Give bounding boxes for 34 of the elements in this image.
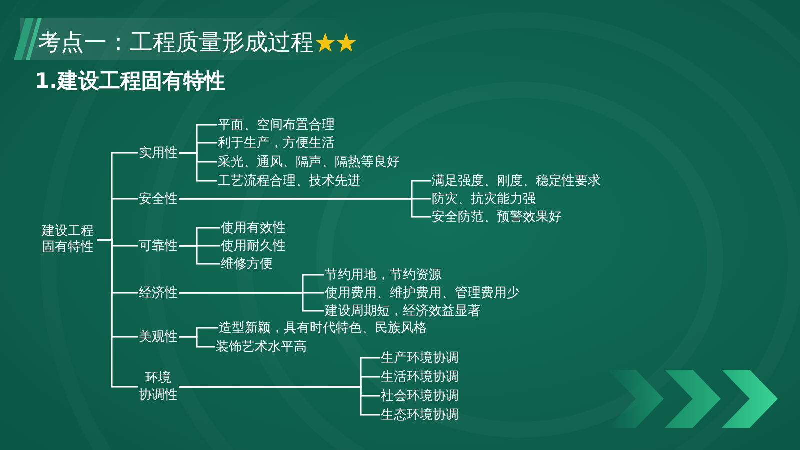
item-term: 满足强度、刚度、稳定性要求 <box>431 172 602 190</box>
tree-connector <box>179 386 380 416</box>
category-term: 环境协调性 <box>138 370 179 404</box>
item-term: 采光、通风、隔声、隔热等良好 <box>217 154 401 170</box>
item-term: 生态环境协调 <box>380 406 460 424</box>
category-term: 可靠性 <box>138 238 179 254</box>
item-term: 装饰艺术水平高 <box>215 338 308 356</box>
item-term: 使用有效性 <box>220 220 287 236</box>
item-term: 工艺流程合理、技术先进 <box>217 172 362 190</box>
item-term: 安全防范、预警效果好 <box>431 208 563 226</box>
item-term: 防灾、抗灾能力强 <box>431 190 537 208</box>
category-term: 经济性 <box>138 284 179 302</box>
category-term: 安全性 <box>138 190 179 208</box>
tree-connector <box>179 198 431 218</box>
title-text: 考点一：工程质量形成过程 <box>38 29 314 58</box>
item-term: 生活环境协调 <box>380 368 460 386</box>
tree-connector <box>179 292 324 312</box>
item-term: 维修方便 <box>220 256 274 272</box>
category-term: 美观性 <box>138 328 179 346</box>
category-term: 实用性 <box>138 144 179 162</box>
root-term: 建设工程固有特性 <box>41 224 97 256</box>
item-term: 使用耐久性 <box>220 238 287 254</box>
tree-connector <box>179 336 215 348</box>
item-term: 利于生产，方便生活 <box>217 134 336 152</box>
item-term: 平面、空间布置合理 <box>217 116 336 134</box>
item-term: 社会环境协调 <box>380 388 460 404</box>
tree-connector <box>179 152 217 182</box>
tree-connector <box>179 245 220 265</box>
section-heading: 1.建设工程固有特性 <box>35 68 226 95</box>
item-term: 节约用地，节约资源 <box>324 266 443 284</box>
item-term: 造型新颖，具有时代特色、民族风格 <box>218 320 428 336</box>
item-term: 使用费用、维护费用、管理费用少 <box>324 284 521 302</box>
item-term: 建设周期短，经济效益显著 <box>324 302 482 320</box>
item-term: 生产环境协调 <box>380 350 460 366</box>
